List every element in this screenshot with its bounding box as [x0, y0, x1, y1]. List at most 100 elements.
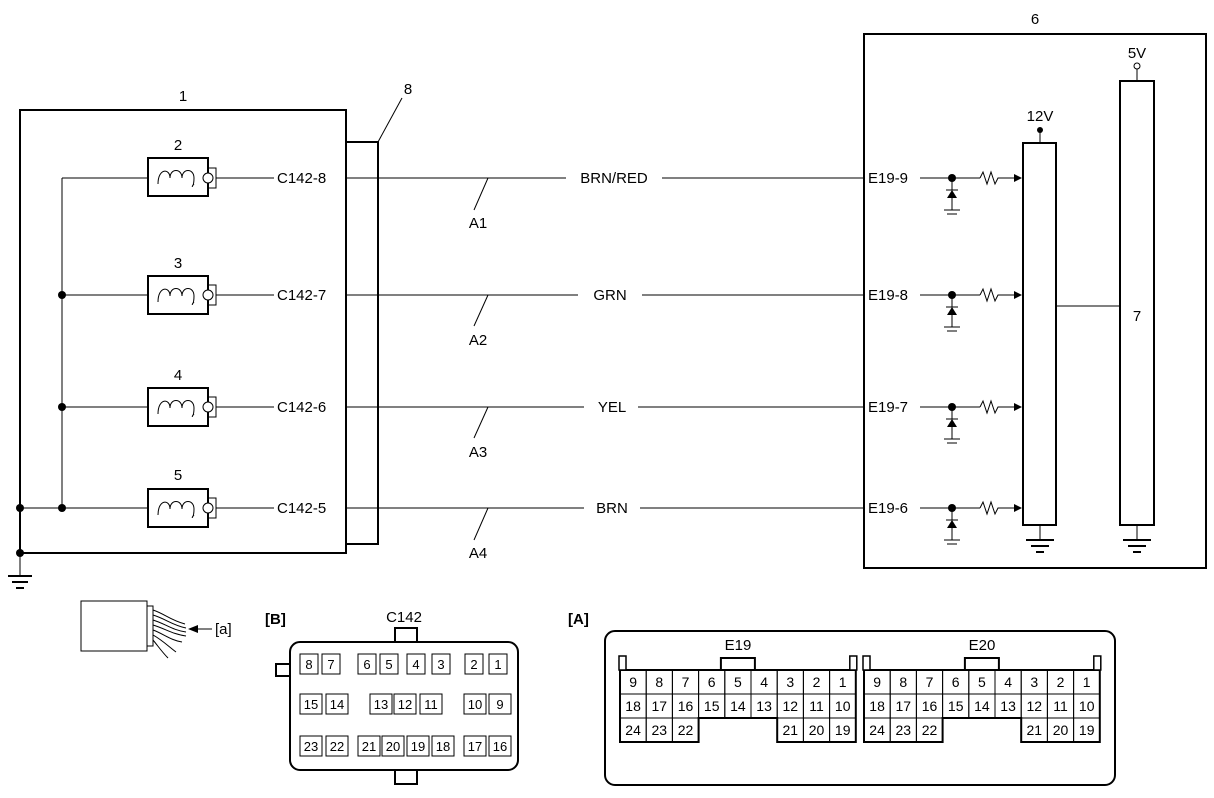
terminal-e19-6: E19-6: [868, 500, 908, 517]
c142-pin-cell: [463, 693, 487, 715]
e-pin-label: 6: [708, 674, 716, 690]
e-pin-label: 10: [835, 698, 851, 714]
interface-ic: [1022, 142, 1057, 526]
c142-pin-cell: [463, 735, 487, 757]
e-pin-label: 12: [1027, 698, 1043, 714]
e-pin-cell: [1073, 717, 1101, 743]
e-pin-label: 24: [625, 722, 641, 738]
e-pin-label: 23: [652, 722, 668, 738]
e-pin-label: 1: [1083, 674, 1091, 690]
connector-illustration-icon: [80, 600, 187, 659]
c142-pin-label: 6: [363, 657, 370, 672]
e-pin-label: 8: [899, 674, 907, 690]
e-connector-latch: [862, 655, 871, 671]
c142-pin-cell: [431, 735, 455, 757]
e-pin-label: 14: [730, 698, 746, 714]
c142-pin-cell: [357, 735, 381, 757]
c142-pin-label: 10: [468, 697, 482, 712]
input-circuit-4: [920, 500, 1022, 545]
coil-4-label: 4: [174, 367, 182, 384]
ground-symbol-icon: [1026, 539, 1054, 553]
e-connector-latch: [849, 655, 858, 671]
e-pin-label: 22: [678, 722, 694, 738]
e-connector-latch: [618, 655, 627, 671]
e-pin-label: 11: [1053, 698, 1068, 714]
terminal-e19-7: E19-7: [868, 399, 908, 416]
e-pin-label: 19: [1079, 722, 1095, 738]
e-pin-label: 15: [704, 698, 720, 714]
c142-pin-label: 21: [362, 739, 376, 754]
e-pin-label: 15: [948, 698, 964, 714]
c142-pin-cell: [321, 653, 341, 675]
component-8-label: 8: [404, 81, 412, 98]
c142-pin-label: 5: [385, 657, 392, 672]
supply-12v-node: [1037, 127, 1043, 133]
ground-symbol-icon: [8, 575, 32, 589]
e-pin-label: 13: [1000, 698, 1016, 714]
c142-pin-label: 4: [412, 657, 419, 672]
terminal-c142-5: C142-5: [277, 500, 326, 517]
c142-pin-cell: [406, 735, 430, 757]
e-pin-label: 20: [809, 722, 825, 738]
e-pin-label: 10: [1079, 698, 1095, 714]
wire-a3-leader: [473, 406, 489, 439]
component-8-strip: [345, 141, 379, 545]
input-circuit-1: [920, 170, 1022, 215]
c142-pin-label: 3: [437, 657, 444, 672]
e-pin-label: 4: [1004, 674, 1012, 690]
c142-pin-cell: [299, 693, 323, 715]
wire-a3-color: YEL: [598, 399, 626, 416]
c142-title: C142: [386, 609, 422, 626]
terminal-c142-8: C142-8: [277, 170, 326, 187]
e-pin-cell: [829, 717, 857, 743]
c142-pin-label: 22: [330, 739, 344, 754]
terminal-c142-6: C142-6: [277, 399, 326, 416]
e-pin-label: 20: [1053, 722, 1069, 738]
e19-title: E19: [725, 637, 752, 654]
c142-pin-label: 12: [398, 697, 412, 712]
c142-pin-cell: [299, 735, 323, 757]
e-pin-label: 5: [978, 674, 986, 690]
view-arrow-label: [a]: [215, 621, 232, 638]
e-pin-label: 1: [839, 674, 847, 690]
e-pin-label: 13: [756, 698, 772, 714]
e-pin-label: 11: [809, 698, 824, 714]
e-pin-label: 12: [783, 698, 799, 714]
c142-pin-label: 13: [374, 697, 388, 712]
wire-a4-color: BRN: [596, 500, 628, 517]
e-pin-label: 7: [682, 674, 690, 690]
e-pin-label: 2: [813, 674, 821, 690]
c142-pin-cell: [381, 735, 405, 757]
c142-pin-cell: [299, 653, 319, 675]
e-pin-label: 21: [783, 722, 799, 738]
c142-pin-label: 8: [305, 657, 312, 672]
c142-pin-label: 18: [436, 739, 450, 754]
e-pin-label: 5: [734, 674, 742, 690]
coil-5-label: 5: [174, 467, 182, 484]
e-pin-label: 2: [1057, 674, 1065, 690]
component-1-label: 1: [179, 88, 187, 105]
component-8-leader: [377, 97, 403, 143]
component-7-label: 7: [1133, 308, 1141, 325]
e20-title: E20: [969, 637, 996, 654]
coil-3-label: 3: [174, 255, 182, 272]
voltage-12v-label: 12V: [1027, 108, 1054, 125]
c142-side-latch: [275, 663, 291, 677]
legend-b-label: [B]: [265, 611, 286, 628]
supply-5v-node: [1133, 62, 1141, 70]
e-pin-label: 23: [896, 722, 912, 738]
e-connector-key: [963, 657, 1000, 671]
c142-pin-cell: [325, 735, 349, 757]
c142-pin-cell: [431, 653, 451, 675]
component-6-box: [863, 33, 1207, 569]
e-pin-label: 4: [760, 674, 768, 690]
e-pin-label: 22: [922, 722, 938, 738]
e-pin-label: 16: [922, 698, 938, 714]
e-pin-label: 17: [652, 698, 668, 714]
wire-a1-tag: A1: [469, 215, 487, 232]
terminal-c142-7: C142-7: [277, 287, 326, 304]
e-pin-label: 3: [786, 674, 794, 690]
e-pin-label: 18: [625, 698, 641, 714]
c142-pin-label: 2: [470, 657, 477, 672]
